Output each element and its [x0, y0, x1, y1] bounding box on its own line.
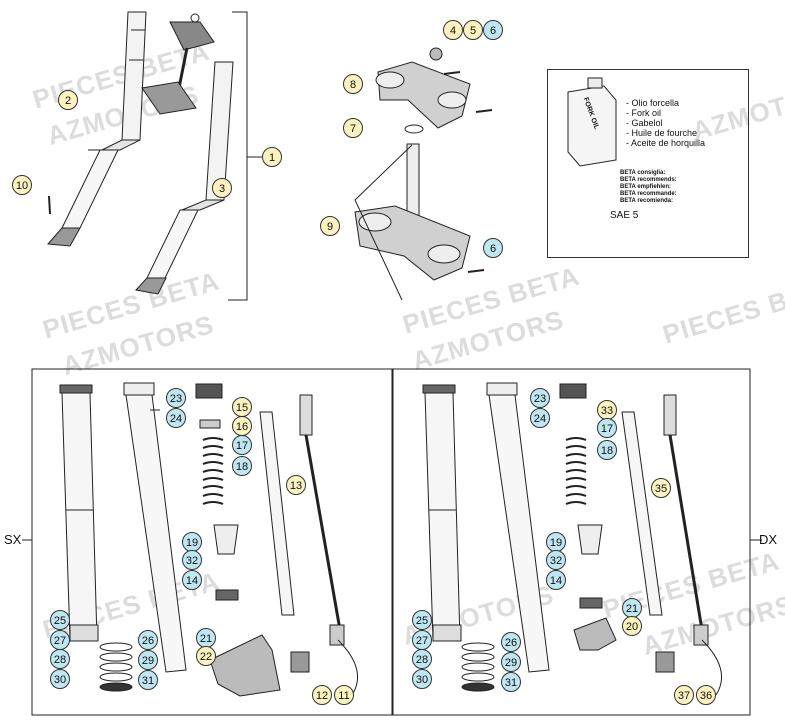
callout-18[interactable]: 18	[597, 440, 617, 460]
callout-33[interactable]: 33	[597, 400, 617, 420]
oil-name-line: - Huile de fourche	[626, 128, 698, 138]
left-rings-stack-drawing	[99, 642, 133, 692]
callout-10[interactable]: 10	[12, 175, 32, 195]
right-axle-bracket-drawing	[573, 617, 617, 651]
callout-30[interactable]: 30	[412, 669, 432, 689]
side-label-left: SX	[4, 532, 22, 547]
left-damper-rod-drawing	[259, 394, 359, 696]
callout-15[interactable]: 15	[232, 397, 252, 417]
callout-8[interactable]: 8	[343, 74, 363, 94]
fork-leg-left-drawing	[46, 11, 147, 247]
assembly-bracket	[228, 11, 248, 301]
callout-32[interactable]: 32	[546, 550, 566, 570]
left-outer-tube-drawing	[59, 384, 99, 642]
callout-24[interactable]: 24	[166, 408, 186, 428]
callout-26[interactable]: 26	[501, 632, 521, 652]
callout-26[interactable]: 26	[138, 630, 158, 650]
callout-23[interactable]: 23	[166, 388, 186, 408]
callout-29[interactable]: 29	[501, 652, 521, 672]
side-label-right: DX	[759, 532, 778, 547]
screw-10-drawing	[48, 195, 51, 215]
callout-17[interactable]: 17	[232, 435, 252, 455]
callout-19[interactable]: 19	[182, 532, 202, 552]
callout-11[interactable]: 11	[334, 685, 354, 705]
oil-name-line: - Gabelol	[626, 118, 663, 128]
oil-name-line: - Aceite de horquilla	[626, 138, 706, 148]
callout-14[interactable]: 14	[182, 570, 202, 590]
right-outer-tube-drawing	[422, 384, 462, 642]
callout-20[interactable]: 20	[622, 616, 642, 636]
left-axle-bracket-drawing	[209, 634, 281, 697]
callout-19[interactable]: 19	[546, 532, 566, 552]
oil-can-label: FORK OIL	[581, 96, 600, 131]
left-inner-tube-drawing	[123, 382, 187, 673]
callout-16[interactable]: 16	[232, 416, 252, 436]
oil-can-drawing	[567, 77, 617, 167]
callout-31[interactable]: 31	[138, 670, 158, 690]
callout-7[interactable]: 7	[343, 118, 363, 138]
callout-12[interactable]: 12	[312, 685, 332, 705]
recommend-line: BETA recommande:	[620, 191, 677, 197]
fork-clamps-drawing	[141, 13, 215, 115]
recommend-line: BETA recommends:	[620, 177, 677, 183]
callout-23[interactable]: 23	[530, 388, 550, 408]
callout-14[interactable]: 14	[546, 570, 566, 590]
callout-3[interactable]: 3	[212, 178, 232, 198]
fork-oil-spec-box: FORK OIL - Olio forcella - Fork oil - Ga…	[547, 69, 749, 258]
callout-27[interactable]: 27	[412, 630, 432, 650]
right-leg-panel	[392, 368, 751, 716]
right-spring-drawing	[559, 383, 603, 609]
callout-32[interactable]: 32	[182, 550, 202, 570]
callout-5[interactable]: 5	[463, 20, 483, 40]
right-damper-rod-drawing	[621, 394, 723, 696]
oil-name-line: - Fork oil	[626, 108, 662, 118]
callout-28[interactable]: 28	[412, 649, 432, 669]
callout-2[interactable]: 2	[58, 90, 78, 110]
callout-27[interactable]: 27	[50, 630, 70, 650]
callout-37[interactable]: 37	[674, 685, 694, 705]
oil-grade: SAE 5	[610, 210, 639, 221]
fork-leg-right-drawing	[135, 61, 234, 295]
left-leg-panel	[31, 368, 393, 716]
callout-29[interactable]: 29	[138, 650, 158, 670]
callout-6[interactable]: 6	[483, 238, 503, 258]
callout-24[interactable]: 24	[530, 408, 550, 428]
lower-triple-clamp-drawing	[354, 143, 485, 281]
recommend-line: BETA recomienda:	[620, 198, 674, 204]
left-spring-drawing	[195, 383, 239, 601]
callout-28[interactable]: 28	[50, 649, 70, 669]
callout-35[interactable]: 35	[651, 478, 671, 498]
callout-31[interactable]: 31	[501, 672, 521, 692]
callout-17[interactable]: 17	[597, 418, 617, 438]
callout-13[interactable]: 13	[286, 475, 306, 495]
right-rings-stack-drawing	[461, 642, 495, 692]
callout-25[interactable]: 25	[412, 610, 432, 630]
callout-21[interactable]: 21	[622, 598, 642, 618]
callout-6[interactable]: 6	[483, 20, 503, 40]
recommend-line: BETA consiglia:	[620, 170, 666, 176]
callout-30[interactable]: 30	[50, 669, 70, 689]
callout-9[interactable]: 9	[320, 216, 340, 236]
callout-4[interactable]: 4	[443, 20, 463, 40]
o-ring-7-drawing	[404, 124, 424, 134]
callout-25[interactable]: 25	[50, 610, 70, 630]
callout-36[interactable]: 36	[696, 685, 716, 705]
right-inner-tube-drawing	[486, 382, 550, 673]
upper-triple-clamp-drawing	[375, 47, 493, 129]
callout-1[interactable]: 1	[262, 147, 282, 167]
callout-21[interactable]: 21	[196, 628, 216, 648]
recommend-line: BETA empfiehlen:	[620, 184, 672, 190]
leader-line	[354, 144, 413, 301]
callout-22[interactable]: 22	[196, 646, 216, 666]
callout-18[interactable]: 18	[232, 456, 252, 476]
oil-name-line: - Olio forcella	[626, 98, 680, 108]
